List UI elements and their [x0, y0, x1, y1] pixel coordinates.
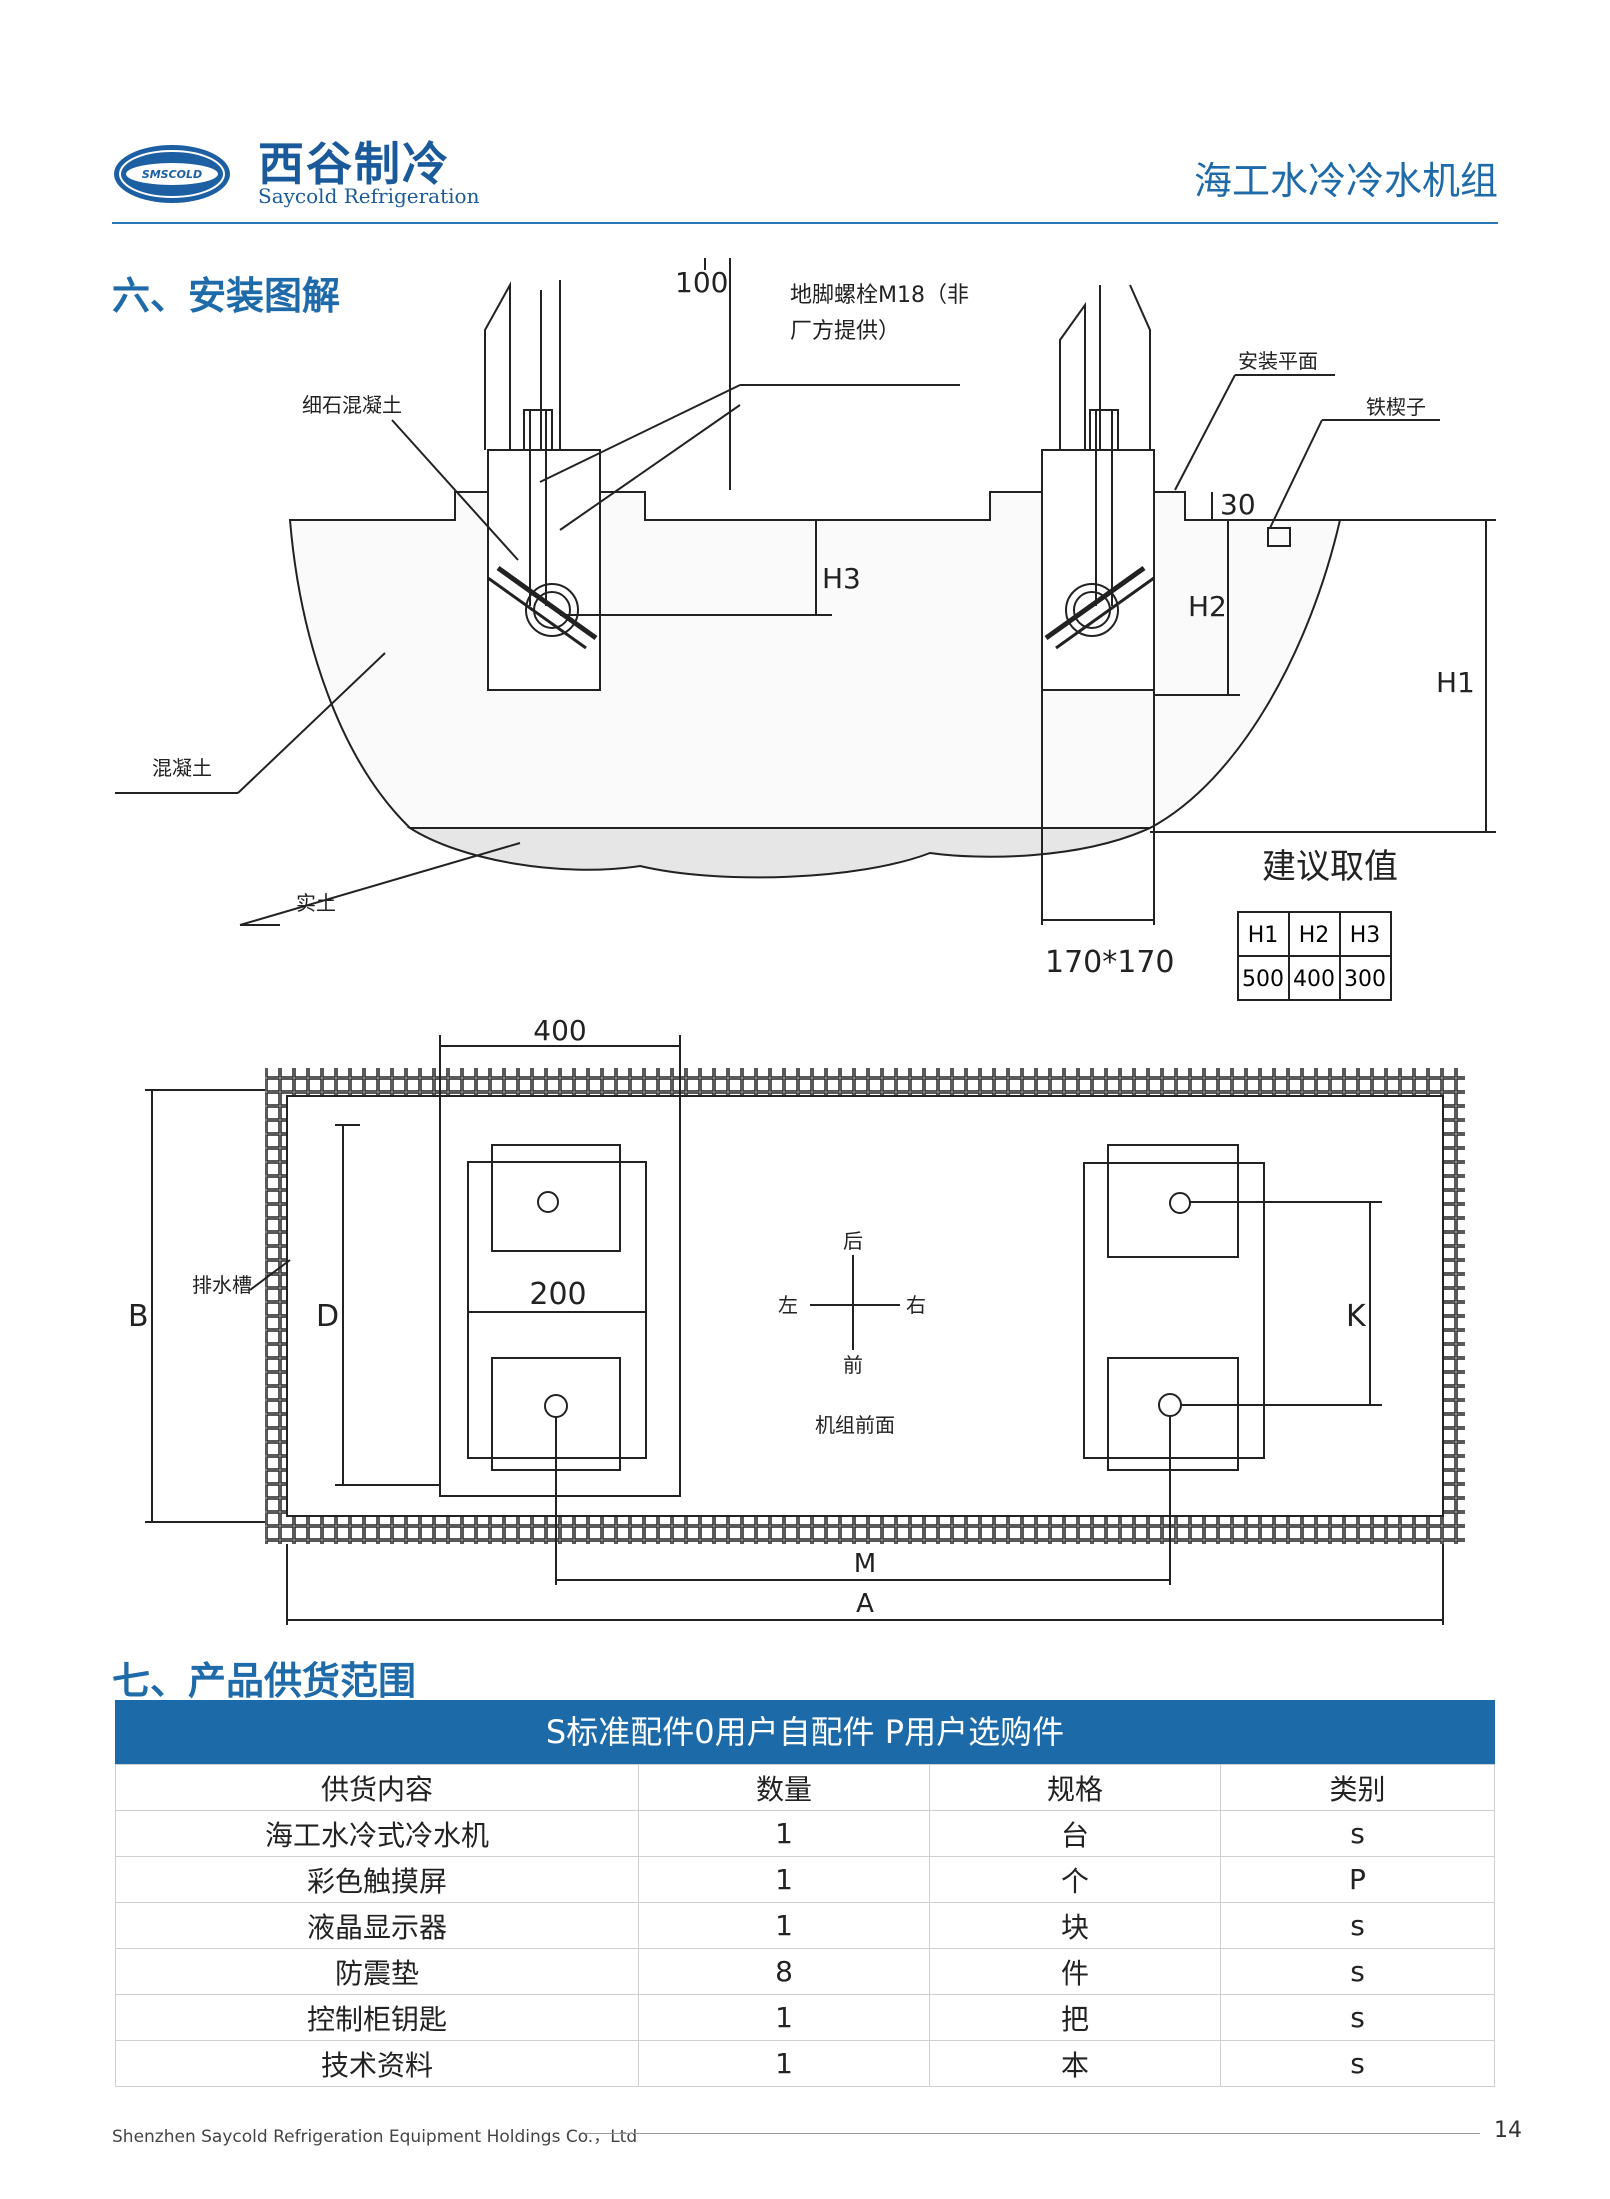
rec-value-h2: 400 [1293, 967, 1335, 992]
label-iron-wedge: 铁楔子 [1366, 395, 1426, 419]
label-right: 右 [906, 1293, 926, 1317]
table-cell: s [1220, 2040, 1495, 2087]
table-cell: 1 [638, 1902, 930, 1949]
table-cell: 8 [638, 1948, 930, 1995]
section-title-supply: 七、产品供货范围 [112, 1659, 417, 1703]
table-cell: 件 [929, 1948, 1221, 1995]
recommended-values-table: H1 H2 H3 500 400 300 [1237, 911, 1392, 1001]
table-row: 彩色触摸屏 1 个 P [115, 1856, 1495, 1903]
table-cell: 把 [929, 1994, 1221, 2041]
table-cell: 个 [929, 1856, 1221, 1903]
label-k: K [1346, 1299, 1367, 1334]
table-cell: P [1220, 1856, 1495, 1903]
table-cell: 彩色触摸屏 [115, 1856, 639, 1903]
supply-table-caption: S标准配件0用户自配件 P用户选购件 [115, 1700, 1495, 1764]
label-170x170: 170*170 [1045, 945, 1175, 980]
label-h2: H2 [1188, 590, 1227, 623]
table-header-row: 供货内容 数量 规格 类别 [115, 1764, 1495, 1811]
table-cell: 1 [638, 1856, 930, 1903]
label-drain: 排水槽 [192, 1273, 252, 1297]
table-cell: 海工水冷式冷水机 [115, 1810, 639, 1857]
table-cell: s [1220, 1810, 1495, 1857]
page-header: SMSCOLD 西谷制冷 Saycold Refrigeration 海工水冷冷… [0, 0, 1610, 230]
document-title: 海工水冷冷水机组 [1193, 159, 1498, 203]
column-header: 规格 [929, 1764, 1221, 1811]
label-b: B [128, 1299, 149, 1334]
table-cell: 块 [929, 1902, 1221, 1949]
table-row: 控制柜钥匙 1 把 s [115, 1994, 1495, 2041]
table-cell: 1 [638, 1994, 930, 2041]
table-row: 海工水冷式冷水机 1 台 s [115, 1810, 1495, 1857]
label-fine-concrete: 细石混凝土 [302, 393, 402, 417]
column-header: 类别 [1220, 1764, 1495, 1811]
supply-scope-table: S标准配件0用户自配件 P用户选购件 供货内容 数量 规格 类别 海工水冷式冷水… [115, 1700, 1495, 2087]
label-concrete: 混凝土 [152, 756, 212, 780]
page-number: 14 [1494, 2118, 1522, 2143]
section-title-install: 六、安装图解 [112, 274, 341, 318]
label-front: 前 [843, 1353, 863, 1377]
label-back: 后 [843, 1229, 863, 1253]
install-drawing: 100 地脚螺栓M18（非 厂方提供） 安装平面 细石混凝土 铁楔子 30 H3… [115, 258, 1496, 1625]
table-cell: s [1220, 1902, 1495, 1949]
table-cell: 液晶显示器 [115, 1902, 639, 1949]
table-row: 防震垫 8 件 s [115, 1948, 1495, 1995]
column-header: 数量 [638, 1764, 930, 1811]
rec-header-h3: H3 [1350, 923, 1381, 948]
table-cell: 本 [929, 2040, 1221, 2087]
label-h1: H1 [1436, 666, 1475, 699]
label-200: 200 [529, 1277, 586, 1312]
brand-name-en: Saycold Refrigeration [258, 184, 480, 208]
table-row: 液晶显示器 1 块 s [115, 1902, 1495, 1949]
table-cell: 台 [929, 1810, 1221, 1857]
label-solid-soil: 实土 [296, 891, 336, 915]
table-cell: s [1220, 1948, 1495, 1995]
label-left: 左 [778, 1293, 798, 1317]
footer-divider [585, 2133, 1480, 2134]
label-100: 100 [675, 266, 728, 299]
company-logo: SMSCOLD [114, 145, 230, 203]
label-anchor-bolt-2: 厂方提供） [790, 319, 900, 344]
label-30: 30 [1220, 488, 1256, 521]
label-a: A [856, 1589, 874, 1619]
label-install-plane: 安装平面 [1238, 349, 1318, 373]
logo-text: SMSCOLD [142, 168, 202, 181]
table-row: 技术资料 1 本 s [115, 2040, 1495, 2087]
section-view [115, 258, 1496, 926]
rec-value-h1: 500 [1242, 967, 1284, 992]
label-m: M [854, 1549, 876, 1579]
plan-view: 400 200 B D K M A 排水槽 后 前 左 右 机组前面 [128, 1014, 1465, 1625]
table-cell: 1 [638, 2040, 930, 2087]
label-anchor-bolt: 地脚螺栓M18（非 [790, 283, 969, 308]
brand-name-cn: 西谷制冷 [258, 137, 450, 191]
rec-header-h2: H2 [1299, 923, 1330, 948]
table-cell: 防震垫 [115, 1948, 639, 1995]
table-cell: 1 [638, 1810, 930, 1857]
rec-value-h3: 300 [1344, 967, 1386, 992]
footer-company: Shenzhen Saycold Refrigeration Equipment… [112, 2127, 638, 2147]
table-cell: 技术资料 [115, 2040, 639, 2087]
table-cell: s [1220, 1994, 1495, 2041]
header-divider [112, 222, 1498, 224]
section-labels: 100 地脚螺栓M18（非 厂方提供） 安装平面 细石混凝土 铁楔子 30 H3… [152, 266, 1475, 980]
recommended-title: 建议取值 [1262, 847, 1398, 887]
table-cell: 控制柜钥匙 [115, 1994, 639, 2041]
rec-header-h1: H1 [1248, 923, 1279, 948]
label-d: D [316, 1299, 339, 1334]
column-header: 供货内容 [115, 1764, 639, 1811]
label-400: 400 [533, 1014, 586, 1047]
label-unit-front: 机组前面 [815, 1413, 895, 1437]
label-h3: H3 [822, 562, 861, 595]
